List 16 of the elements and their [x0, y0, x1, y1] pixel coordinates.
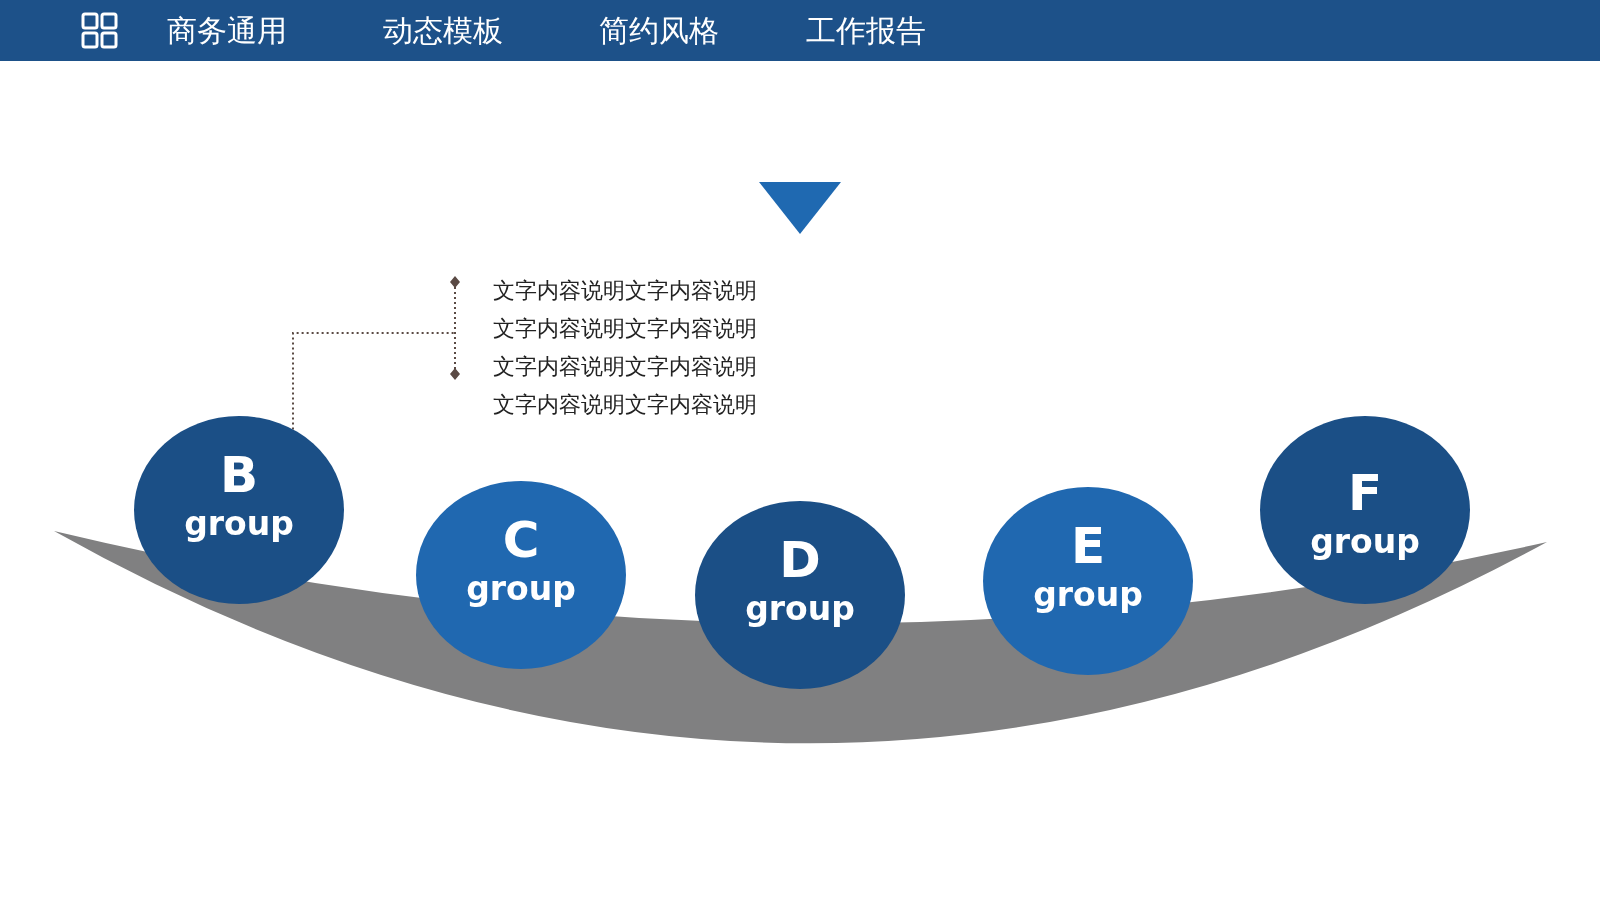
group-letter: C — [502, 511, 540, 569]
group-label: group — [1310, 522, 1420, 562]
group-label: group — [466, 569, 576, 609]
group-letter: D — [779, 531, 821, 589]
menu-item: 动态模板 — [383, 13, 503, 49]
group-label: group — [1033, 575, 1143, 615]
group-letter: F — [1347, 464, 1383, 522]
leader-line — [292, 332, 456, 431]
description-text: 文字内容说明文字内容说明文字内容说明文字内容说明文字内容说明文字内容说明文字内容说明文字内容说明 — [493, 277, 757, 419]
menu-item: 工作报告 — [806, 13, 926, 49]
menu-item: 商务通用 — [167, 13, 287, 49]
group-letter: B — [219, 446, 259, 504]
group-label: group — [184, 504, 294, 544]
menu-item: 简约风格 — [599, 13, 719, 49]
group-label: group — [745, 589, 855, 629]
group-letter: E — [1070, 517, 1106, 575]
